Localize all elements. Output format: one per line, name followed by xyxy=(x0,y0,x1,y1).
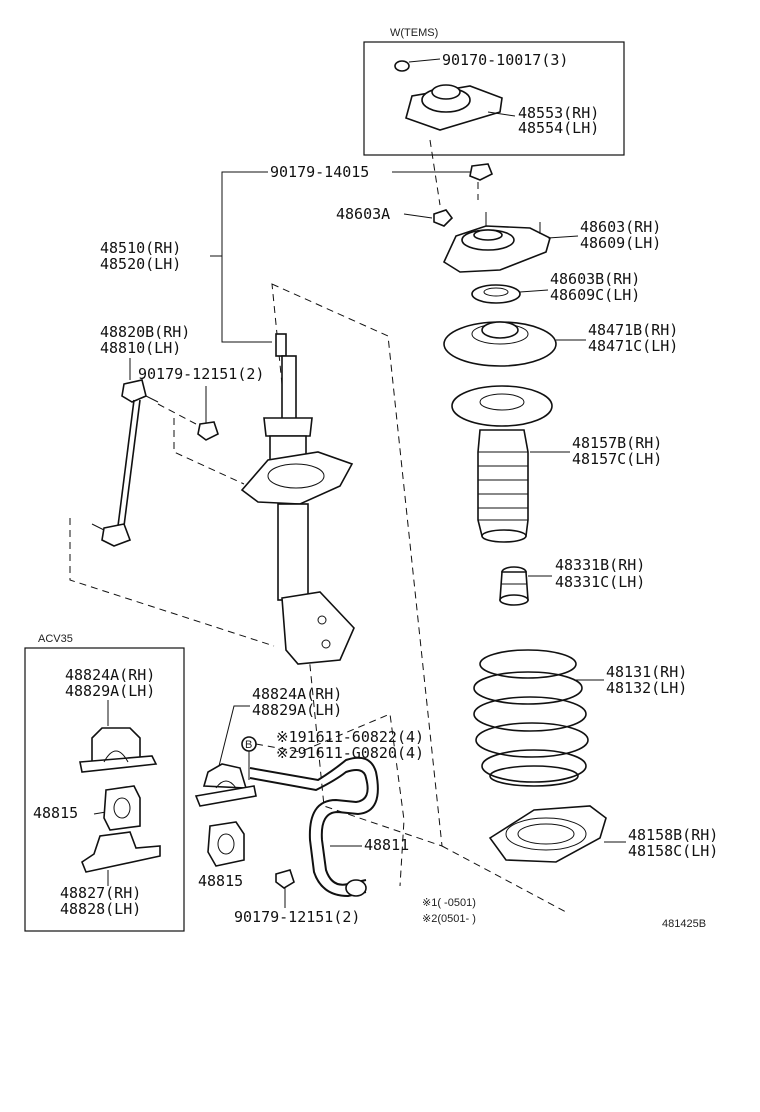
coil-spring-icon xyxy=(473,649,589,787)
label-48131: 48131(RH) xyxy=(606,663,687,681)
label-48811: 48811 xyxy=(364,836,409,854)
label-48827: 48827(RH) xyxy=(60,884,141,902)
label-48810: 48810(LH) xyxy=(100,339,181,357)
nut-upper-link-icon xyxy=(197,421,219,441)
nut-icon xyxy=(469,163,494,181)
label-48157b: 48157B(RH) xyxy=(572,434,662,452)
label-48815-box: 48815 xyxy=(33,804,78,822)
label-48820b: 48820B(RH) xyxy=(100,323,190,341)
upper-support-icon xyxy=(442,212,551,273)
label-48471b: 48471B(RH) xyxy=(588,321,678,339)
label-91611-60822: ※191611-60822(4) xyxy=(276,728,424,746)
bracket-icon xyxy=(194,763,257,807)
label-48824a: 48824A(RH) xyxy=(252,685,342,703)
bracket-plate-box-icon xyxy=(81,831,161,873)
label-48609c: 48609C(LH) xyxy=(550,286,640,304)
label-48158c: 48158C(LH) xyxy=(628,842,718,860)
label-48158b: 48158B(RH) xyxy=(628,826,718,844)
acv35-group-label: ACV35 xyxy=(38,633,73,645)
label-48157c: 48157C(LH) xyxy=(572,450,662,468)
bushing-box-icon xyxy=(103,785,141,831)
strut-assembly-icon xyxy=(240,333,355,665)
bracket-box-icon xyxy=(79,727,158,773)
bump-stopper-icon xyxy=(499,566,529,606)
label-48603b: 48603B(RH) xyxy=(550,270,640,288)
label-90179-12151-top: 90179-12151(2) xyxy=(138,365,264,383)
label-90170-10017: 90170-10017(3) xyxy=(442,51,568,69)
tems-group-label: W(TEMS) xyxy=(390,27,438,39)
acv35-box xyxy=(24,647,185,932)
label-48609: 48609(LH) xyxy=(580,234,661,252)
label-48132: 48132(LH) xyxy=(606,679,687,697)
spring-seat-icon xyxy=(443,321,557,367)
label-48829a-box: 48829A(LH) xyxy=(65,682,155,700)
bearing-icon xyxy=(471,284,521,304)
label-48553: 48553(RH) xyxy=(518,104,599,122)
tems-upper-mount-icon xyxy=(405,84,516,131)
label-48520: 48520(LH) xyxy=(100,255,181,273)
label-48471c: 48471C(LH) xyxy=(588,337,678,355)
label-48815: 48815 xyxy=(198,872,243,890)
label-48603: 48603(RH) xyxy=(580,218,661,236)
stabilizer-bar-icon xyxy=(249,756,379,898)
note-2: ※2(0501- ) xyxy=(422,913,476,925)
stabilizer-link-icon xyxy=(91,379,159,547)
tems-box xyxy=(363,41,625,156)
label-48554: 48554(LH) xyxy=(518,119,599,137)
nut-48603a-icon xyxy=(433,209,454,227)
label-48510: 48510(RH) xyxy=(100,239,181,257)
bushing-icon xyxy=(207,821,245,867)
label-90179-14015: 90179-14015 xyxy=(270,163,369,181)
label-48829a: 48829A(LH) xyxy=(252,701,342,719)
label-48331b: 48331B(RH) xyxy=(555,556,645,574)
label-48603a: 48603A xyxy=(336,205,390,223)
figure-code: 481425B xyxy=(662,918,706,930)
label-90179-12151-bottom: 90179-12151(2) xyxy=(234,908,360,926)
tems-bolt-icon xyxy=(394,58,441,72)
label-91611-g0820: ※291611-G0820(4) xyxy=(276,744,424,762)
label-48828: 48828(LH) xyxy=(60,900,141,918)
label-48824a-box: 48824A(RH) xyxy=(65,666,155,684)
dust-boot-icon xyxy=(451,385,553,543)
nut-lower-link-icon xyxy=(275,869,295,889)
label-48331c: 48331C(LH) xyxy=(555,573,645,591)
leader-90179-14015 xyxy=(221,171,268,256)
note-1: ※1( -0501) xyxy=(422,897,476,909)
lower-insulator-icon xyxy=(488,805,607,863)
b-marker-label: B xyxy=(245,739,252,751)
